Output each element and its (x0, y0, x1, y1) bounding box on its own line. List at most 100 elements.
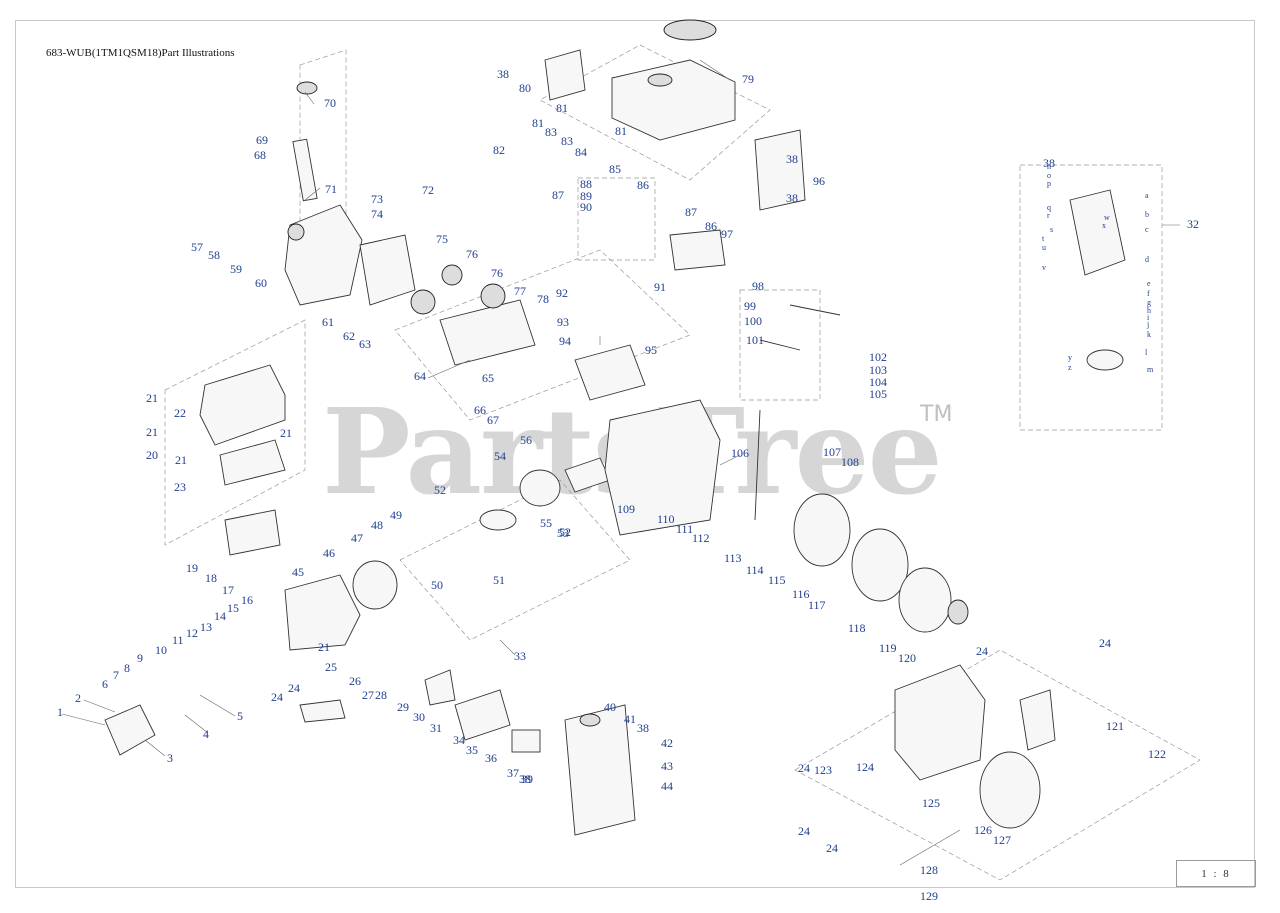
part-callout-76: 76 (491, 266, 503, 280)
part-callout-19: 19 (186, 561, 198, 575)
electric-starter (574, 344, 646, 401)
part-callout-27: 27 (362, 688, 374, 702)
part-callout-38: 38 (497, 67, 509, 81)
part-callout-91: 91 (654, 280, 666, 294)
part-callout-129: 129 (920, 889, 938, 903)
crankcase-cover (284, 204, 363, 306)
part-callout-39: 39 (521, 772, 533, 786)
recoil-starter (979, 751, 1041, 829)
part-callout-52: 52 (434, 483, 446, 497)
part-callout-83: 83 (561, 134, 573, 148)
part-callout-51: 51 (493, 573, 505, 587)
part-callout-7: 7 (113, 668, 119, 682)
part-callout-38: 38 (637, 721, 649, 735)
part-callout-128: 128 (920, 863, 938, 877)
part-callout-68: 68 (254, 148, 266, 162)
part-callout-83: 83 (545, 125, 557, 139)
part-callout-78: 78 (537, 292, 549, 306)
part-callout-121: 121 (1106, 719, 1124, 733)
part-callout-123: 123 (814, 763, 832, 777)
part-callout-88: 88 (580, 177, 592, 191)
part-callout-21: 21 (175, 453, 187, 467)
part-callout-63: 63 (359, 337, 371, 351)
blower-housing (894, 664, 986, 781)
carb-part-letter-x: x (1102, 221, 1106, 230)
part-callout-82: 82 (493, 143, 505, 157)
carburetor-detail (1069, 189, 1126, 276)
part-callout-66: 66 (474, 403, 486, 417)
part-callout-106: 106 (731, 446, 749, 460)
fuel-cap (663, 19, 717, 41)
part-callout-38: 38 (786, 191, 798, 205)
part-callout-15: 15 (227, 601, 239, 615)
part-callout-104: 104 (869, 375, 887, 389)
part-callout-24: 24 (271, 690, 283, 704)
carb-part-letter-w: w (1104, 213, 1110, 222)
part-callout-117: 117 (808, 598, 826, 612)
part-callout-71: 71 (325, 182, 337, 196)
part-callout-98: 98 (752, 279, 764, 293)
part-callout-99: 99 (744, 299, 756, 313)
part-callout-125: 125 (922, 796, 940, 810)
part-callout-75: 75 (436, 232, 448, 246)
part-callout-77: 77 (514, 284, 526, 298)
flywheel-cup (898, 567, 952, 633)
part-callout-52: 52 (559, 525, 571, 539)
part-callout-1: 1 (57, 705, 63, 719)
part-callout-64: 64 (414, 369, 426, 383)
part-callout-4: 4 (203, 727, 209, 741)
part-callout-8: 8 (124, 661, 130, 675)
bearing-2 (480, 283, 506, 309)
part-callout-124: 124 (856, 760, 874, 774)
part-callout-107: 107 (823, 445, 841, 459)
part-callout-35: 35 (466, 743, 478, 757)
part-callout-90: 90 (580, 200, 592, 214)
carb-part-letter-s: s (1050, 225, 1053, 234)
watermark-trademark: TM (920, 402, 953, 427)
part-callout-47: 47 (351, 531, 363, 545)
part-callout-108: 108 (841, 455, 859, 469)
primer (579, 713, 601, 727)
oil-fill-tube (754, 409, 761, 521)
carb-part-letter-l: l (1145, 348, 1148, 357)
part-callout-73: 73 (371, 192, 383, 206)
part-callout-21: 21 (146, 391, 158, 405)
part-callout-96: 96 (813, 174, 825, 188)
crankcase-gasket (359, 234, 416, 306)
part-callout-84: 84 (575, 145, 587, 159)
part-callout-94: 94 (559, 334, 571, 348)
part-callout-120: 120 (898, 651, 916, 665)
connecting-rod (564, 457, 611, 493)
cylinder-head (284, 574, 361, 651)
part-callout-127: 127 (993, 833, 1011, 847)
part-callout-61: 61 (322, 315, 334, 329)
part-callout-2: 2 (75, 691, 81, 705)
part-callout-24: 24 (288, 681, 300, 695)
part-callout-43: 43 (661, 759, 673, 773)
part-callout-38: 38 (519, 772, 531, 786)
carburetor (454, 689, 511, 741)
part-callout-56: 56 (520, 433, 532, 447)
part-callout-29: 29 (397, 700, 409, 714)
part-callout-24: 24 (798, 761, 810, 775)
part-callout-105: 105 (869, 387, 887, 401)
part-callout-28: 28 (375, 688, 387, 702)
crankcase-block (604, 399, 721, 536)
part-callout-32: 32 (1187, 217, 1199, 231)
air-filter-housing (564, 704, 636, 836)
part-callout-116: 116 (792, 587, 810, 601)
drawing-frame (15, 20, 1255, 888)
carburetor-insulator (424, 669, 456, 706)
part-callout-30: 30 (413, 710, 425, 724)
carb-part-letter-i: i (1147, 313, 1150, 322)
part-callout-100: 100 (744, 314, 762, 328)
part-callout-24: 24 (1099, 636, 1111, 650)
part-callout-101: 101 (746, 333, 764, 347)
part-callout-31: 31 (430, 721, 442, 735)
page-title: 683-WUB(1TM1QSM18)Part Illustrations (46, 47, 235, 59)
choke-rod (759, 339, 801, 351)
carb-part-letter-k: k (1147, 330, 1151, 339)
carb-part-letter-t: t (1042, 234, 1045, 243)
part-callout-110: 110 (657, 512, 675, 526)
